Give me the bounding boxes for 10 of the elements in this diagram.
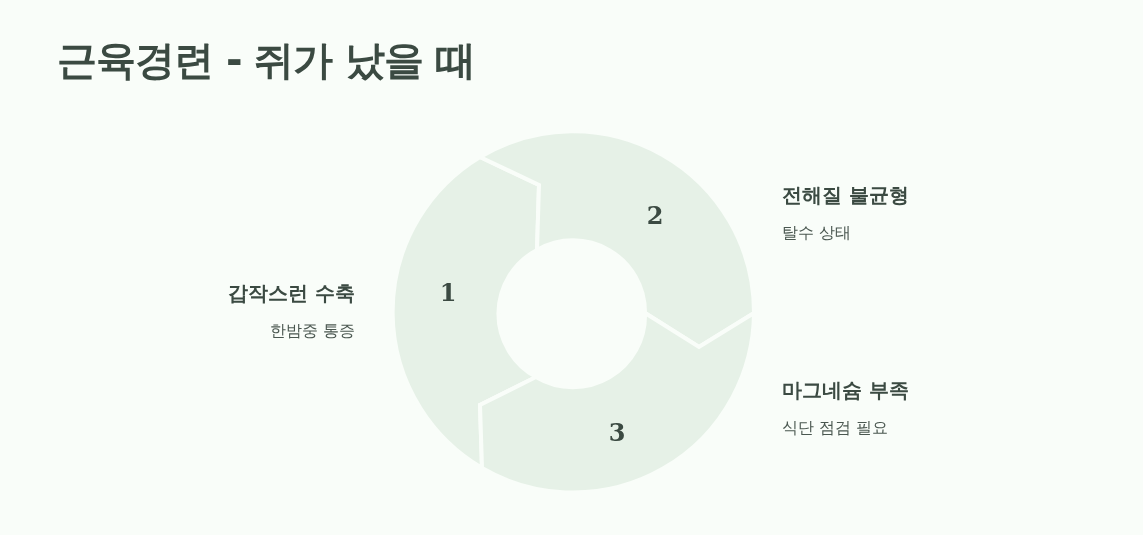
title: 근육경련 - 쥐가 났을 때 [57,40,476,80]
step-description: 식단 점검 필요 [782,417,889,439]
step-number: 1 [439,281,457,305]
step-heading: 갑작스런 수축 [228,280,355,306]
step-heading: 전해질 불균형 [782,182,909,208]
step-number: 2 [646,204,664,228]
step-heading: 마그네슘 부족 [782,377,909,403]
step-number: 3 [608,421,626,445]
step-description: 탈수 상태 [782,222,852,244]
step-description: 한밤중 통증 [269,320,355,342]
